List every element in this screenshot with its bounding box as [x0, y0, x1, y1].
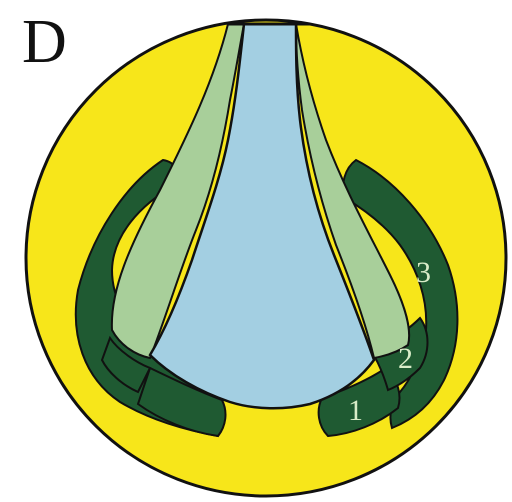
- panel-letter-d: D: [22, 8, 67, 76]
- region-label-1: 1: [348, 394, 363, 427]
- region-label-3: 3: [416, 256, 431, 289]
- region-label-2: 2: [398, 342, 413, 375]
